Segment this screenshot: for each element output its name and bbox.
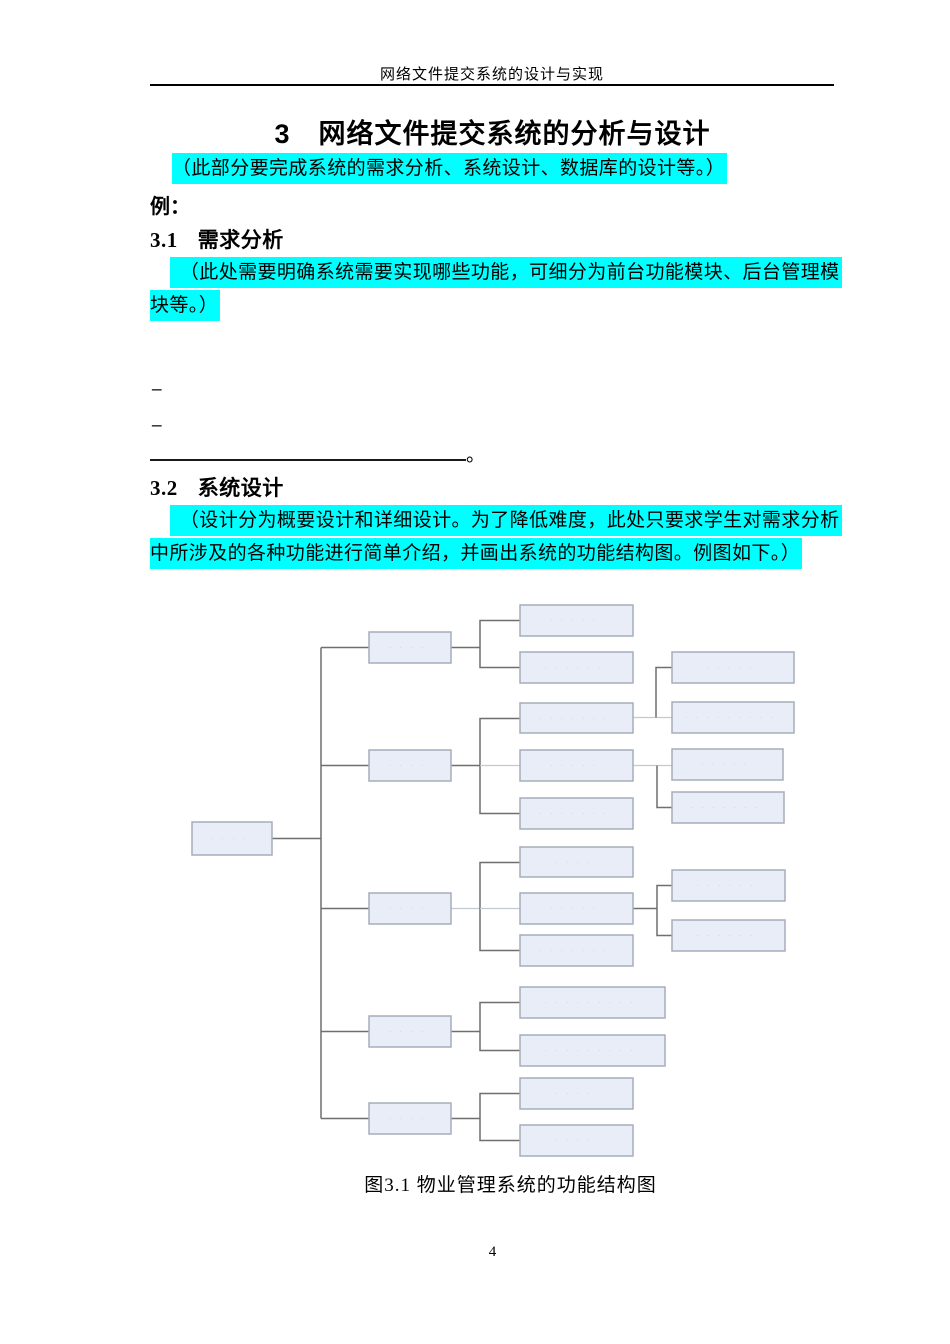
page-number: 4	[488, 1244, 497, 1260]
diagram-box-faint-text: ·····	[706, 664, 759, 673]
diagram-box-sub-b	[671, 701, 795, 734]
diagram-box-faint-text: ·····	[550, 905, 603, 914]
diagram-box-faint-text: ······	[545, 664, 609, 673]
diagram-box-sub-e	[671, 869, 786, 902]
example-label: 例：	[150, 196, 190, 218]
diagram-box-leaf-1a	[519, 604, 634, 637]
diagram-connector	[479, 619, 520, 669]
figure-caption: 图3.1 物业管理系统的功能结构图	[364, 1175, 657, 1196]
section-3-1-number: 3.1	[150, 228, 178, 252]
diagram-connector	[656, 884, 672, 937]
section-3-1-note-highlight-2: 块等。）	[150, 290, 221, 321]
diagram-box-sub-d	[671, 791, 785, 824]
diagram-box-faint-text: ····	[389, 905, 432, 914]
header-rule	[150, 84, 834, 86]
diagram-box-faint-text: ····	[389, 1115, 432, 1124]
diagram-box-faint-text: ·····	[701, 761, 754, 770]
fill-in-line	[150, 444, 466, 461]
diagram-box-faint-text: ······	[697, 932, 761, 941]
blank-underscore-line-1: _	[152, 372, 162, 393]
section-3-1-note-line-1: （此处需要明确系统需要实现哪些功能，可细分为前台功能模块、后台管理模	[170, 257, 842, 288]
diagram-box-branch-2	[368, 749, 452, 782]
diagram-box-leaf-2a	[519, 702, 634, 734]
section-3-1-note-line-2: 块等。）	[150, 290, 221, 321]
diagram-connector	[655, 666, 672, 718]
diagram-box-branch-3	[368, 892, 452, 925]
diagram-box-faint-text: ·······	[539, 947, 614, 956]
diagram-box-faint-text: ·······	[539, 810, 614, 819]
figure-diagram: ········································…	[191, 604, 795, 1157]
diagram-box-leaf-4b	[519, 1034, 666, 1067]
chapter-note: （此部分要完成系统的需求分析、系统设计、数据库的设计等。）	[172, 153, 728, 184]
diagram-connector	[479, 1092, 520, 1142]
section-3-1-heading: 3.1 需求分析	[150, 224, 284, 254]
diagram-box-branch-4	[368, 1015, 452, 1048]
diagram-box-faint-text: ·······	[691, 804, 766, 813]
diagram-box-leaf-4a	[519, 986, 666, 1019]
diagram-box-leaf-3c	[519, 934, 634, 967]
diagram-box-faint-text: ····	[555, 1090, 598, 1099]
diagram-box-faint-text: ····	[555, 858, 598, 867]
diagram-box-leaf-2c	[519, 797, 634, 830]
diagram-box-leaf-2b	[519, 749, 634, 782]
diagram-box-root	[191, 821, 273, 856]
section-3-2-note-highlight-1: （设计分为概要设计和详细设计。为了降低难度，此处只要求学生对需求分析	[170, 505, 842, 536]
chapter-title: 3 网络文件提交系统的分析与设计	[274, 119, 711, 149]
diagram-box-faint-text: ····	[389, 644, 432, 653]
section-3-1-note-highlight-1: （此处需要明确系统需要实现哪些功能，可细分为前台功能模块、后台管理模	[170, 257, 842, 288]
fill-in-blank-row: 。	[150, 440, 485, 467]
running-header: 网络文件提交系统的设计与实现	[379, 67, 604, 83]
diagram-box-faint-text: ·········	[685, 714, 781, 723]
diagram-box-faint-text: ····	[211, 835, 254, 844]
diagram-box-faint-text: ·········	[545, 999, 641, 1008]
section-3-2-title: 系统设计	[197, 476, 284, 500]
diagram-box-faint-text: ····	[389, 762, 432, 771]
chapter-note-highlight: （此部分要完成系统的需求分析、系统设计、数据库的设计等。）	[172, 153, 728, 184]
section-3-1-title: 需求分析	[197, 228, 284, 252]
section-3-2-note-line-1: （设计分为概要设计和详细设计。为了降低难度，此处只要求学生对需求分析	[170, 505, 842, 536]
diagram-box-sub-f	[671, 919, 786, 952]
fill-in-line-period: 。	[466, 445, 486, 466]
diagram-connector	[479, 1001, 520, 1052]
section-3-2-note-line-2: 中所涉及的各种功能进行简单介绍，并画出系统的功能结构图。例图如下。）	[150, 538, 803, 569]
blank-underscore-line-2: _	[152, 408, 162, 429]
diagram-box-faint-text: ····	[555, 1137, 598, 1146]
diagram-box-faint-text: ·····	[550, 617, 603, 626]
diagram-box-faint-text: ·········	[545, 1047, 641, 1056]
diagram-box-faint-text: ·····	[550, 762, 603, 771]
diagram-box-faint-text: ·······	[539, 714, 614, 723]
diagram-box-leaf-5a	[519, 1077, 634, 1110]
diagram-connector	[479, 861, 520, 952]
diagram-box-faint-text: ····	[389, 1028, 432, 1037]
diagram-box-branch-5	[368, 1102, 452, 1135]
section-3-2-number: 3.2	[150, 476, 178, 500]
diagram-box-leaf-1b	[519, 651, 634, 684]
diagram-box-leaf-3a	[519, 846, 634, 878]
diagram-box-leaf-5b	[519, 1124, 634, 1157]
section-3-2-note-highlight-2: 中所涉及的各种功能进行简单介绍，并画出系统的功能结构图。例图如下。）	[150, 538, 803, 569]
diagram-box-faint-text: ······	[697, 882, 761, 891]
diagram-box-leaf-3b	[519, 892, 634, 925]
section-3-2-heading: 3.2 系统设计	[150, 472, 284, 502]
diagram-box-sub-c	[671, 748, 784, 781]
diagram-connector	[656, 765, 672, 809]
diagram-box-branch-1	[368, 631, 452, 664]
diagram-box-sub-a	[671, 651, 795, 684]
